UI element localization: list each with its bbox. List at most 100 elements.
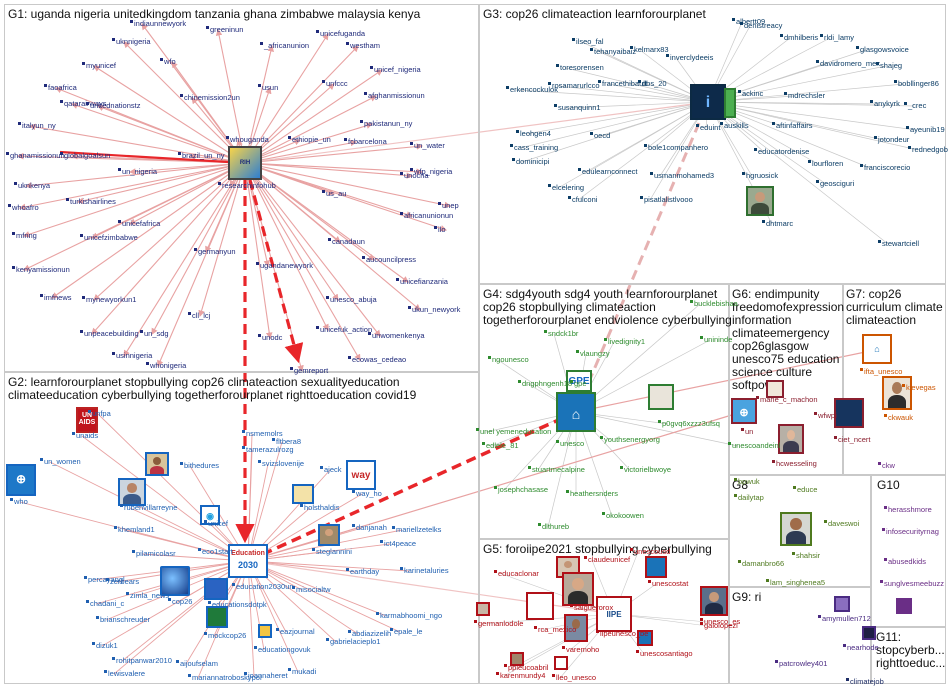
dhtmarc-node-image[interactable]: [746, 186, 774, 216]
node-g3-2[interactable]: denistreacy: [740, 22, 782, 30]
unescostat-node-image[interactable]: [645, 556, 667, 578]
node-g3-43[interactable]: dhtmarc: [762, 220, 793, 228]
node-g2-37[interactable]: abdiazizelih: [348, 630, 391, 638]
node-g4-4[interactable]: unesco: [556, 440, 584, 448]
amymullen-node-image[interactable]: [834, 596, 850, 612]
node-g2-10[interactable]: rubenvillarreyne: [120, 504, 177, 512]
node-g1-48[interactable]: unesco_abuja: [326, 296, 377, 304]
node-g2-31[interactable]: joannaheret: [244, 672, 288, 680]
node-g1-23[interactable]: ethiopie_un: [288, 136, 331, 144]
node-g5-13[interactable]: lleo_unesco: [552, 674, 596, 682]
node-g4-1[interactable]: ngounesco: [488, 356, 529, 364]
node-g1-18[interactable]: fcbarcelona: [344, 138, 387, 146]
node-g2-5[interactable]: tamerazulrozg: [242, 446, 294, 454]
node-g1-6[interactable]: wfo: [160, 58, 176, 66]
node-g7-0[interactable]: ifta_unesco: [860, 368, 902, 376]
node-g1-31[interactable]: us_au: [322, 190, 346, 198]
unicef-node-image[interactable]: ◉: [200, 505, 220, 525]
abusedkids-node-image[interactable]: [896, 598, 912, 614]
nearhode-node-image[interactable]: [862, 626, 876, 640]
node-g1-8[interactable]: usun: [258, 84, 278, 92]
node-g4-15[interactable]: sndck1br: [544, 330, 578, 338]
node-g5-14[interactable]: ppleucoabril: [504, 664, 548, 672]
node-g3-44[interactable]: stewartciell: [878, 240, 919, 248]
node-g3-33[interactable]: edulearnconnect: [578, 168, 637, 176]
node-g2-8[interactable]: ajeck: [320, 466, 342, 474]
node-g10-1[interactable]: infosecurityrnag: [882, 528, 939, 536]
un-node-image[interactable]: ⊕: [731, 398, 757, 424]
node-g5-6[interactable]: rca_mexico: [534, 626, 576, 634]
node-g2-41[interactable]: epale_le: [390, 628, 422, 636]
node-g2-0[interactable]: unaids: [72, 432, 98, 440]
node-g3-38[interactable]: elcelering: [548, 184, 584, 192]
eduint-node-image[interactable]: i: [690, 84, 726, 120]
node-g2-20[interactable]: pilamicolasr: [132, 550, 176, 558]
node-g3-40[interactable]: pisatlalistlvooo: [640, 196, 693, 204]
node-g1-11[interactable]: faoafrica: [44, 84, 77, 92]
node-g4-13[interactable]: okokoowen: [602, 512, 644, 520]
node-g1-12[interactable]: qatarairways: [60, 100, 107, 108]
lipeunesco-node-image[interactable]: IIPE: [596, 596, 632, 632]
node-g4-0[interactable]: bucklebishaa: [690, 300, 738, 308]
node-g5-3[interactable]: unescousd: [630, 548, 670, 556]
node-g8-1[interactable]: educe: [793, 486, 817, 494]
node-g6-2[interactable]: wfwpi: [814, 412, 837, 420]
holsthaldis-node-image[interactable]: [292, 484, 314, 504]
ifta-unesco-node-image[interactable]: ⌂: [862, 334, 892, 364]
node-g4-18[interactable]: p0gvq6xzzz3ufsq: [658, 420, 720, 428]
node-g2-15[interactable]: steglannini: [312, 548, 352, 556]
node-g2-23[interactable]: zerbears: [106, 578, 139, 586]
node-g4-19[interactable]: gpe: [570, 380, 587, 388]
educationsdotpk-node-image[interactable]: [204, 578, 228, 600]
node-g2-11[interactable]: khemland1: [114, 526, 155, 534]
node-g2-36[interactable]: karmabhoomi_ngo: [376, 612, 442, 620]
node-g10-4[interactable]: ckw: [878, 462, 895, 470]
node-g2-21[interactable]: eco1start: [198, 548, 233, 556]
node-g1-33[interactable]: unicefafrica: [118, 220, 160, 228]
node-g3-17[interactable]: _crec: [904, 102, 926, 110]
node-g1-19[interactable]: ghanamissionun: [6, 152, 65, 160]
rubenvillarreyne-node-image[interactable]: [118, 478, 146, 506]
node-g6-1[interactable]: marie_c_machon: [756, 396, 818, 404]
node-g5-1[interactable]: claudeunicef: [584, 556, 630, 564]
node-g9-2[interactable]: nearhode: [843, 644, 879, 652]
node-g3-15[interactable]: ackinc: [738, 90, 763, 98]
node-g1-28[interactable]: wfp_nigeria: [410, 168, 452, 176]
node-g1-29[interactable]: whoafro: [8, 204, 39, 212]
node-g4-12[interactable]: heathersnders: [566, 490, 618, 498]
node-g2-38[interactable]: mockcop26: [204, 632, 246, 640]
node-g3-19[interactable]: ayeunib19: [906, 126, 945, 134]
node-g1-30[interactable]: turkishairlines: [66, 198, 116, 206]
node-g5-10[interactable]: varemoho: [562, 646, 599, 654]
node-g3-27[interactable]: rednedgob: [908, 146, 948, 154]
node-g2-19[interactable]: karinetaluries: [400, 567, 449, 575]
node-g1-4[interactable]: unicefuganda: [316, 30, 365, 38]
node-g1-36[interactable]: unicefzimbabwe: [80, 234, 138, 242]
way-ho-node-image[interactable]: way: [346, 460, 376, 490]
node-g3-30[interactable]: cass_training: [510, 144, 558, 152]
node-g9-0[interactable]: amymullen712: [818, 615, 871, 623]
node-g8-0[interactable]: bpwuk: [734, 478, 760, 486]
node-g3-42[interactable]: geosciguri: [816, 180, 854, 188]
researchinfohub-node-image[interactable]: RIH: [228, 146, 262, 180]
node-g1-13[interactable]: unitednationstz: [86, 102, 140, 110]
node-g2-24[interactable]: chadani_c: [86, 600, 124, 608]
node-g1-22[interactable]: whouganda: [226, 136, 269, 144]
node-g4-6[interactable]: edlele_81: [482, 442, 519, 450]
varemoho-node-image[interactable]: [564, 614, 588, 642]
node-g5-7[interactable]: lipeunesco_be: [596, 630, 648, 638]
node-g3-28[interactable]: jotondeur: [874, 136, 909, 144]
node-g6-4[interactable]: ciet_ncert: [834, 436, 871, 444]
node-g8-5[interactable]: shahsir: [792, 552, 820, 560]
node-g3-13[interactable]: francethibault: [598, 80, 647, 88]
node-g3-25[interactable]: leohgen4: [516, 130, 551, 138]
node-g1-51[interactable]: unodc: [258, 334, 282, 342]
node-g2-1[interactable]: unfpa: [88, 410, 111, 418]
cop26-node-image[interactable]: [160, 566, 190, 596]
node-g3-12[interactable]: bobllinger86: [894, 80, 939, 88]
node-g11-0[interactable]: climatejob: [846, 678, 884, 686]
node-g2-39[interactable]: eazjournal: [276, 628, 315, 636]
node-g4-7[interactable]: unel yemeneducation: [476, 428, 551, 436]
karenmundy-node-image[interactable]: [510, 652, 524, 666]
node-g4-10[interactable]: victorielbwoye: [620, 466, 671, 474]
